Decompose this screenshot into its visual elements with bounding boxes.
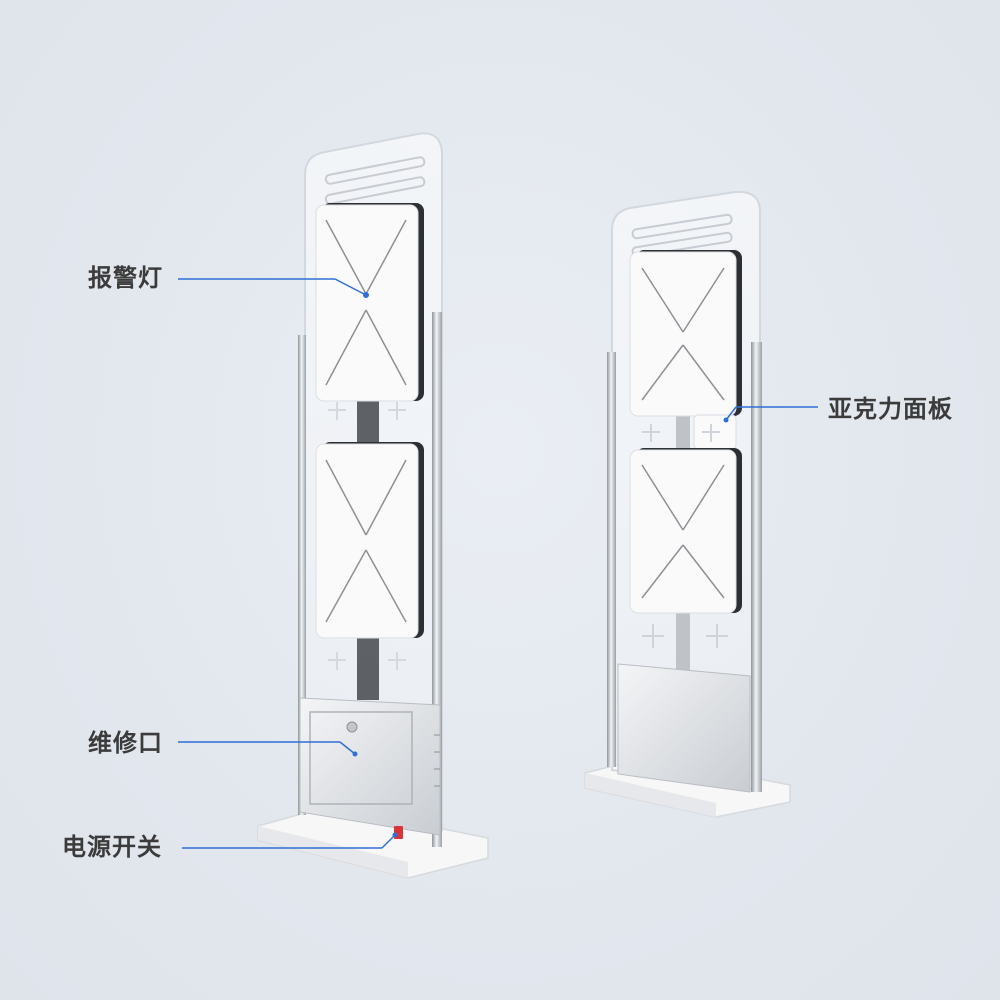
callout-line-power-leader [381, 834, 396, 849]
callout-line-repair-leader [339, 741, 356, 755]
callout-dot-acrylic [723, 417, 729, 423]
right-gate [584, 190, 791, 818]
left-gate [257, 132, 489, 879]
callout-dot-power [392, 832, 398, 838]
callout-label-repair-port: 维修口 [88, 729, 163, 757]
callout-label-acrylic-panel: 亚克力面板 [828, 395, 953, 423]
callout-lines [178, 278, 818, 849]
callout-label-alarm-light: 报警灯 [88, 264, 163, 292]
callout-line-acrylic-leader [725, 406, 737, 421]
callout-label-power-switch: 电源开关 [62, 833, 162, 861]
callout-dot-alarm [363, 292, 369, 298]
callout-line-alarm-leader [334, 278, 367, 296]
callout-dot-repair [352, 751, 358, 757]
